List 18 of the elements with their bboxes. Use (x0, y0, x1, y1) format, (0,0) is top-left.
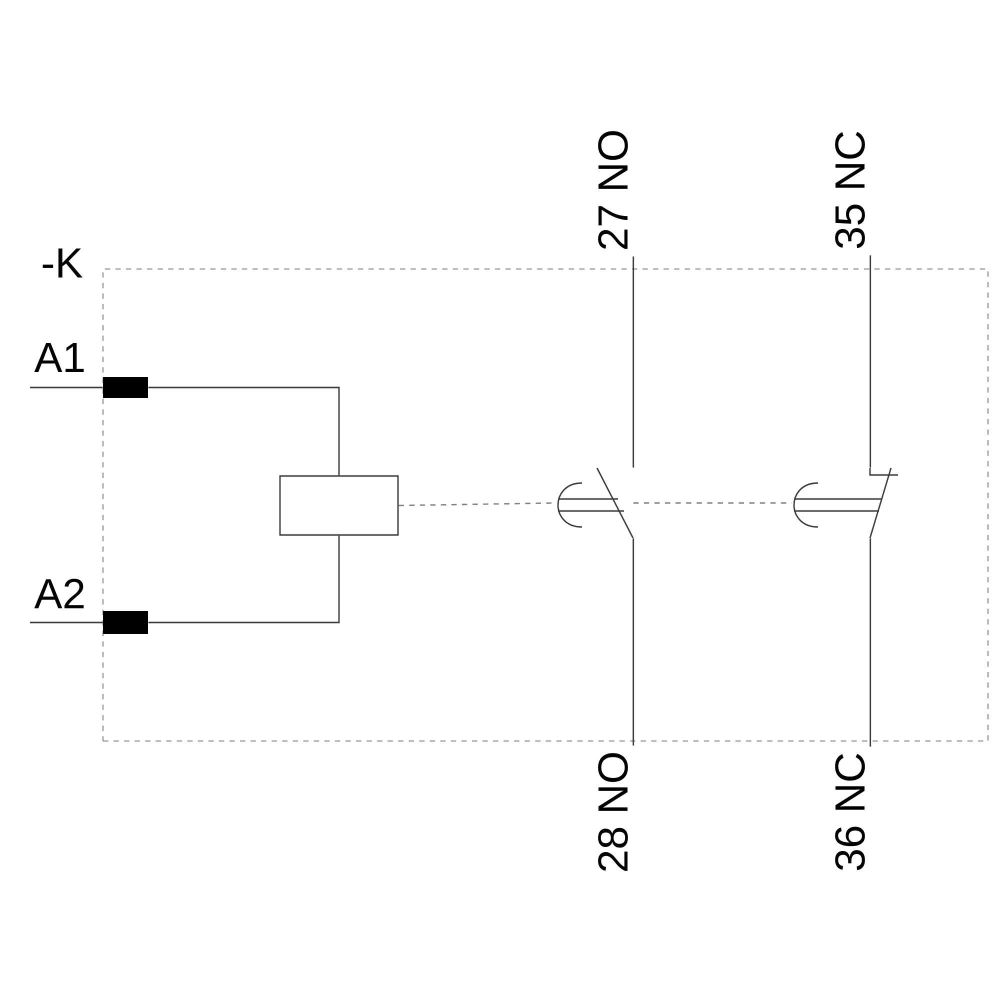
wire (632, 256, 634, 468)
terminal-label: A1 (34, 343, 84, 372)
device-label: -K (42, 248, 83, 278)
contact-symbol (793, 468, 898, 538)
coil-box (279, 475, 399, 536)
wire (870, 538, 872, 747)
wire (30, 622, 103, 624)
pin-label: 35 NC (835, 132, 865, 248)
terminal-label: A2 (34, 578, 84, 608)
wire (148, 536, 340, 624)
wire (30, 386, 103, 388)
pin-label: 28 NO (598, 753, 628, 871)
wire (148, 386, 340, 476)
pin-label: 27 NO (598, 131, 628, 249)
pin-label: 36 NC (835, 754, 865, 870)
wire (632, 538, 634, 746)
contact-symbol (557, 468, 634, 538)
wire (870, 255, 872, 468)
